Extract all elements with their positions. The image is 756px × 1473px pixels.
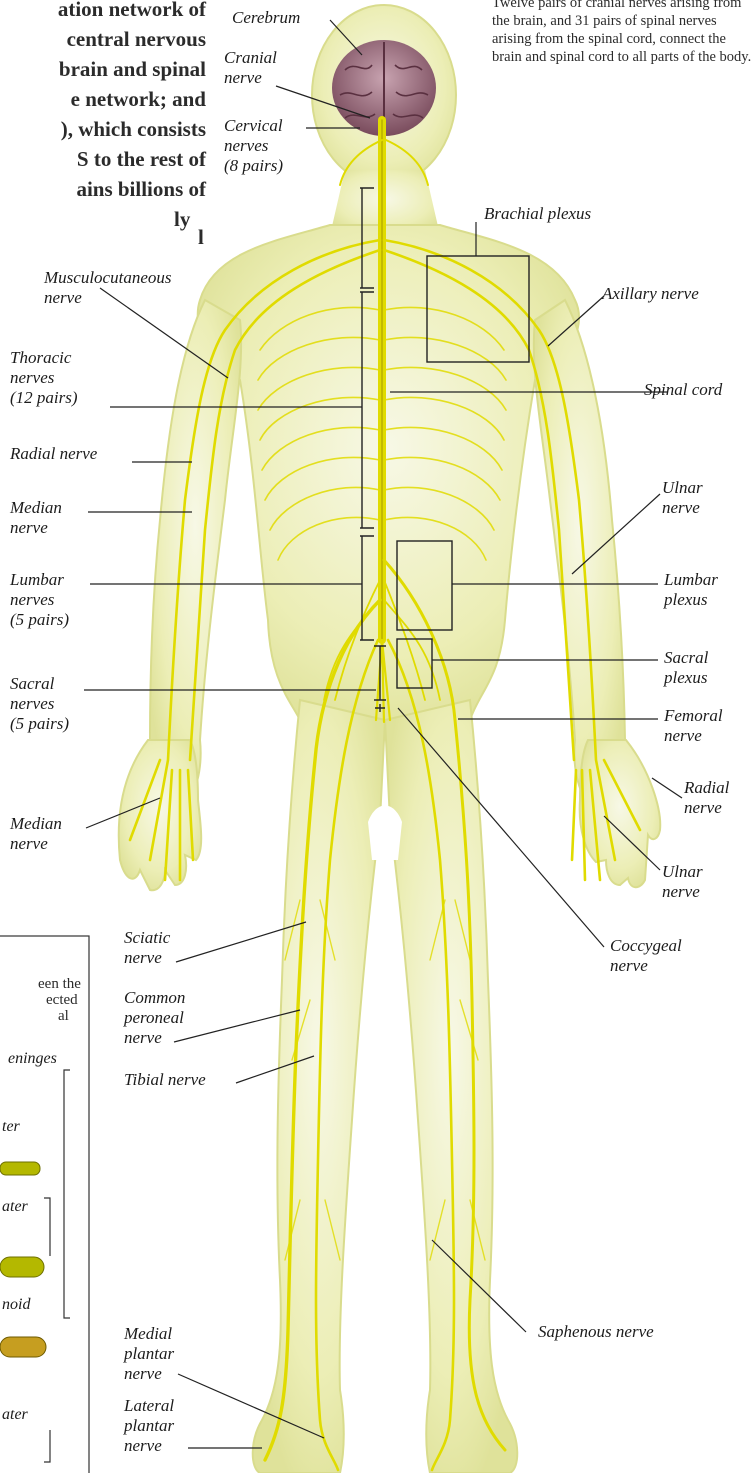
intro-line: ), which consists — [0, 114, 206, 144]
caption-text: Twelve pairs of cranial nerves arising f… — [492, 0, 754, 66]
intro-paragraph: ation network of central nervous brain a… — [0, 0, 206, 252]
inset-meninges-label: eninges — [8, 1050, 57, 1068]
intro-line: brain and spinal — [0, 54, 206, 84]
inset-layer-label: ter — [2, 1118, 20, 1136]
label-brachial-plexus: Brachial plexus — [484, 204, 591, 224]
inset-layer-label: ater — [2, 1406, 28, 1424]
label-tibial-nerve: Tibial nerve — [124, 1070, 206, 1090]
inset-layer-label: noid — [2, 1296, 30, 1314]
inset-text: een the ected al — [38, 976, 81, 1024]
inset-layer-label: ater — [2, 1198, 28, 1216]
intro-line: S to the rest of — [0, 144, 206, 174]
label-cerebrum: Cerebrum — [232, 8, 300, 28]
intro-line: ation network of — [0, 0, 206, 24]
label-radial-nerve-left: Radial nerve — [10, 444, 97, 464]
label-spinal-cord: Spinal cord — [644, 380, 722, 400]
intro-line: e network; and — [0, 84, 206, 114]
label-axillary-nerve: Axillary nerve — [602, 284, 699, 304]
intro-line: ains billions of — [0, 174, 206, 204]
intro-line: central nervous — [0, 24, 206, 54]
label-saphenous-nerve: Saphenous nerve — [538, 1322, 654, 1342]
